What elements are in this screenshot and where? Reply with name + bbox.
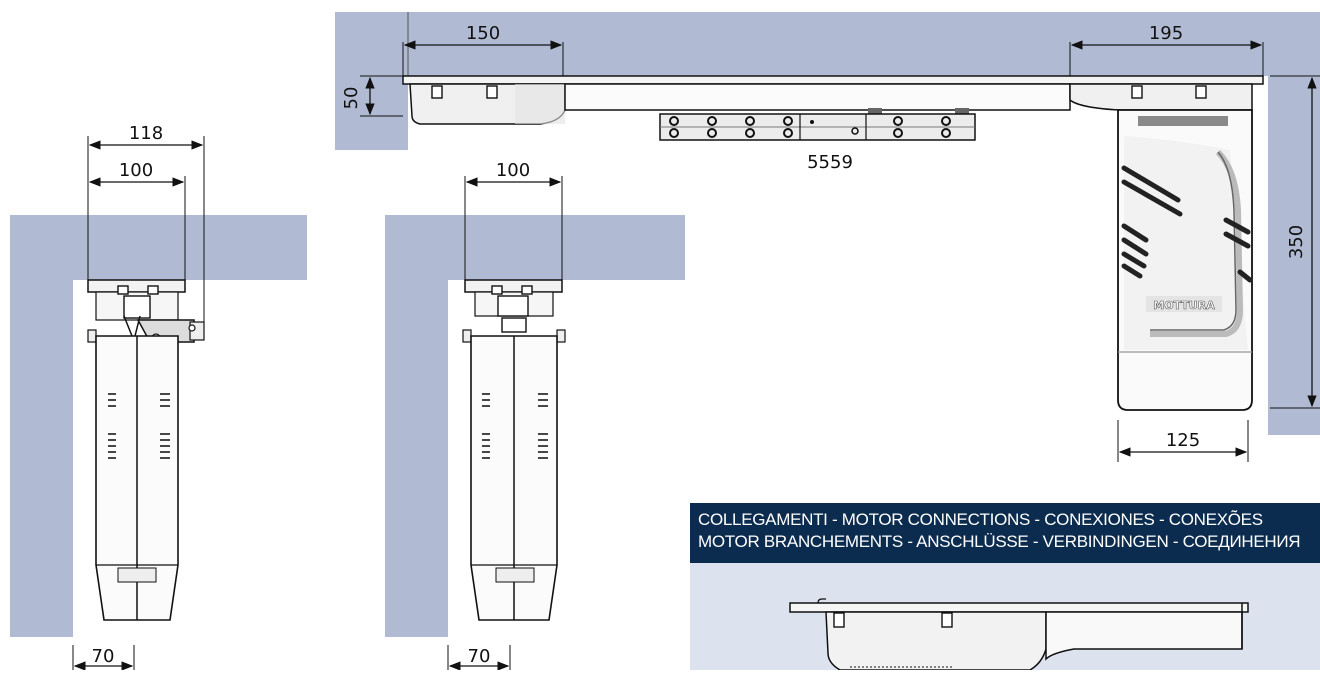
right-bracket	[1069, 83, 1253, 111]
connections-panel	[690, 563, 1320, 671]
dim-rail-length: 5559	[807, 152, 853, 173]
dim-view1-outer: 118	[129, 123, 163, 144]
dim-right-height: 350	[1286, 225, 1307, 259]
dim-view1-inner: 100	[119, 160, 153, 181]
banner-line-2: MOTOR BRANCHEMENTS - ANSCHLÜSSE - VERBIN…	[698, 532, 1301, 551]
dim-view2-bottom: 70	[468, 646, 491, 667]
rail	[564, 83, 1071, 111]
right-wall	[1268, 76, 1320, 435]
dim-top-left: 150	[466, 23, 500, 44]
top-elevation-view: MOTTURA 150 195 50 5559 350 125	[335, 12, 1320, 462]
dim-right-width: 125	[1166, 430, 1200, 451]
brand-label: MOTTURA	[1153, 299, 1215, 312]
dim-view2-width: 100	[496, 160, 530, 181]
motor-unit: MOTTURA	[1117, 109, 1253, 411]
wall-corner-2	[385, 215, 685, 637]
banner-line-1: COLLEGAMENTI - MOTOR CONNECTIONS - CONEX…	[698, 510, 1263, 529]
side-view-1: 118 100 70	[10, 123, 307, 670]
wall-corner-1	[10, 215, 307, 637]
connections-detail-drawing	[789, 598, 1249, 671]
dim-top-height: 50	[341, 87, 362, 110]
dim-view1-bottom: 70	[92, 646, 115, 667]
dim-top-right: 195	[1149, 23, 1183, 44]
carriage	[659, 108, 976, 141]
side-view-2: 100 70	[385, 160, 685, 670]
connections-banner: COLLEGAMENTI - MOTOR CONNECTIONS - CONEX…	[690, 503, 1320, 563]
ceiling-plate	[402, 75, 1264, 85]
